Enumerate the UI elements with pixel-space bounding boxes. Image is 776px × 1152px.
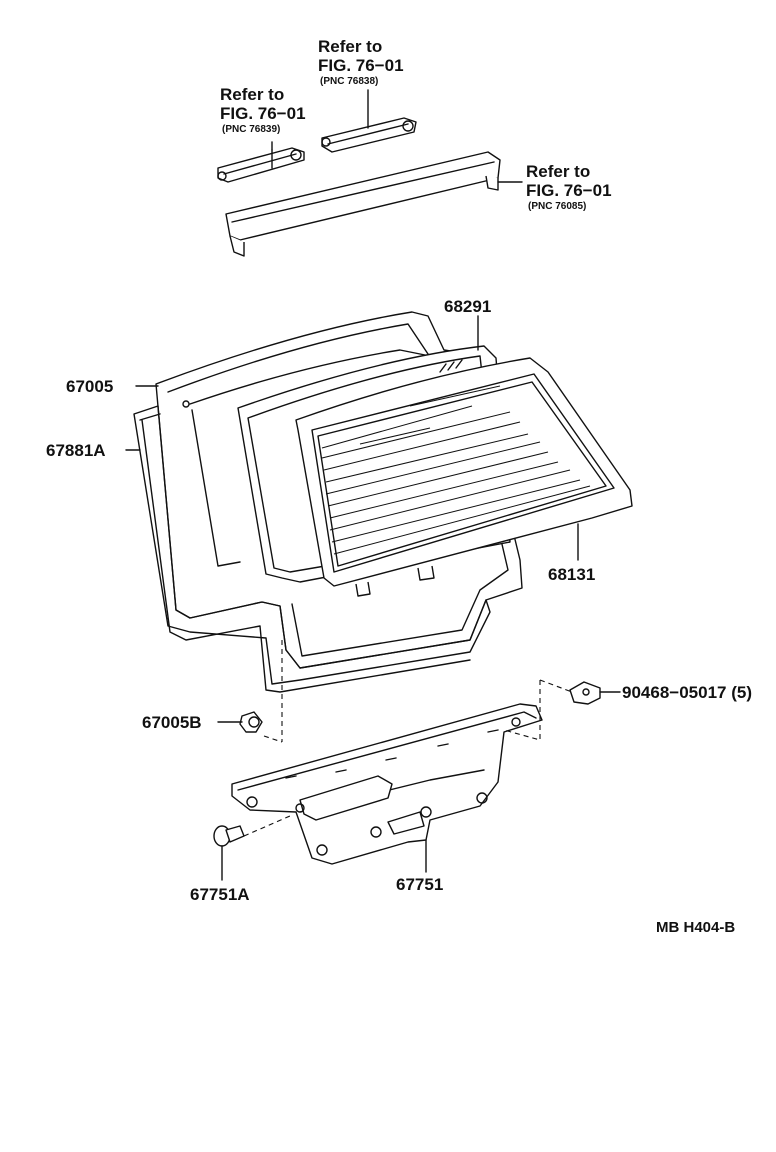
back-window-glass (295, 357, 633, 597)
stud-67005b (239, 711, 263, 733)
part-number-67751a: 67751A (190, 885, 250, 904)
part-number-68131: 68131 (548, 565, 595, 584)
weatherstrip (133, 405, 491, 693)
label-ref-76838: Refer to FIG. 76−01 (PNC 76838) (318, 37, 404, 87)
part-number-90468: 90468−05017 (5) (622, 683, 752, 702)
ref-76085-line1: Refer to (526, 162, 590, 181)
ref-76838-line2: FIG. 76−01 (318, 56, 404, 75)
ref-76838-line1: Refer to (318, 37, 382, 56)
part-number-67005b: 67005B (142, 713, 202, 732)
clip-67751a (213, 825, 245, 847)
figure-code: MB H404-B (656, 919, 735, 936)
label-ref-76839: Refer to FIG. 76−01 (PNC 76839) (220, 85, 306, 135)
ref-76085-pnc: (PNC 76085) (528, 201, 586, 212)
ref-76839-line1: Refer to (220, 85, 284, 104)
hinge-left (217, 141, 305, 183)
lower-trim-board (231, 703, 543, 865)
leader-lines (125, 315, 621, 881)
label-ref-76085: Refer to FIG. 76−01 (PNC 76085) (526, 162, 612, 212)
part-number-67881a: 67881A (46, 441, 106, 460)
clip-90468 (569, 681, 601, 705)
part-number-67751: 67751 (396, 875, 443, 894)
part-number-67005: 67005 (66, 377, 113, 396)
part-number-68291: 68291 (444, 297, 491, 316)
ref-76838-pnc: (PNC 76838) (320, 76, 378, 87)
spoiler (225, 149, 523, 257)
ref-76839-line2: FIG. 76−01 (220, 104, 306, 123)
ref-76839-pnc: (PNC 76839) (222, 124, 280, 135)
assembly-lines (243, 640, 573, 837)
ref-76085-line2: FIG. 76−01 (526, 181, 612, 200)
defogger-lines (321, 385, 591, 555)
hinge-right (321, 89, 417, 153)
